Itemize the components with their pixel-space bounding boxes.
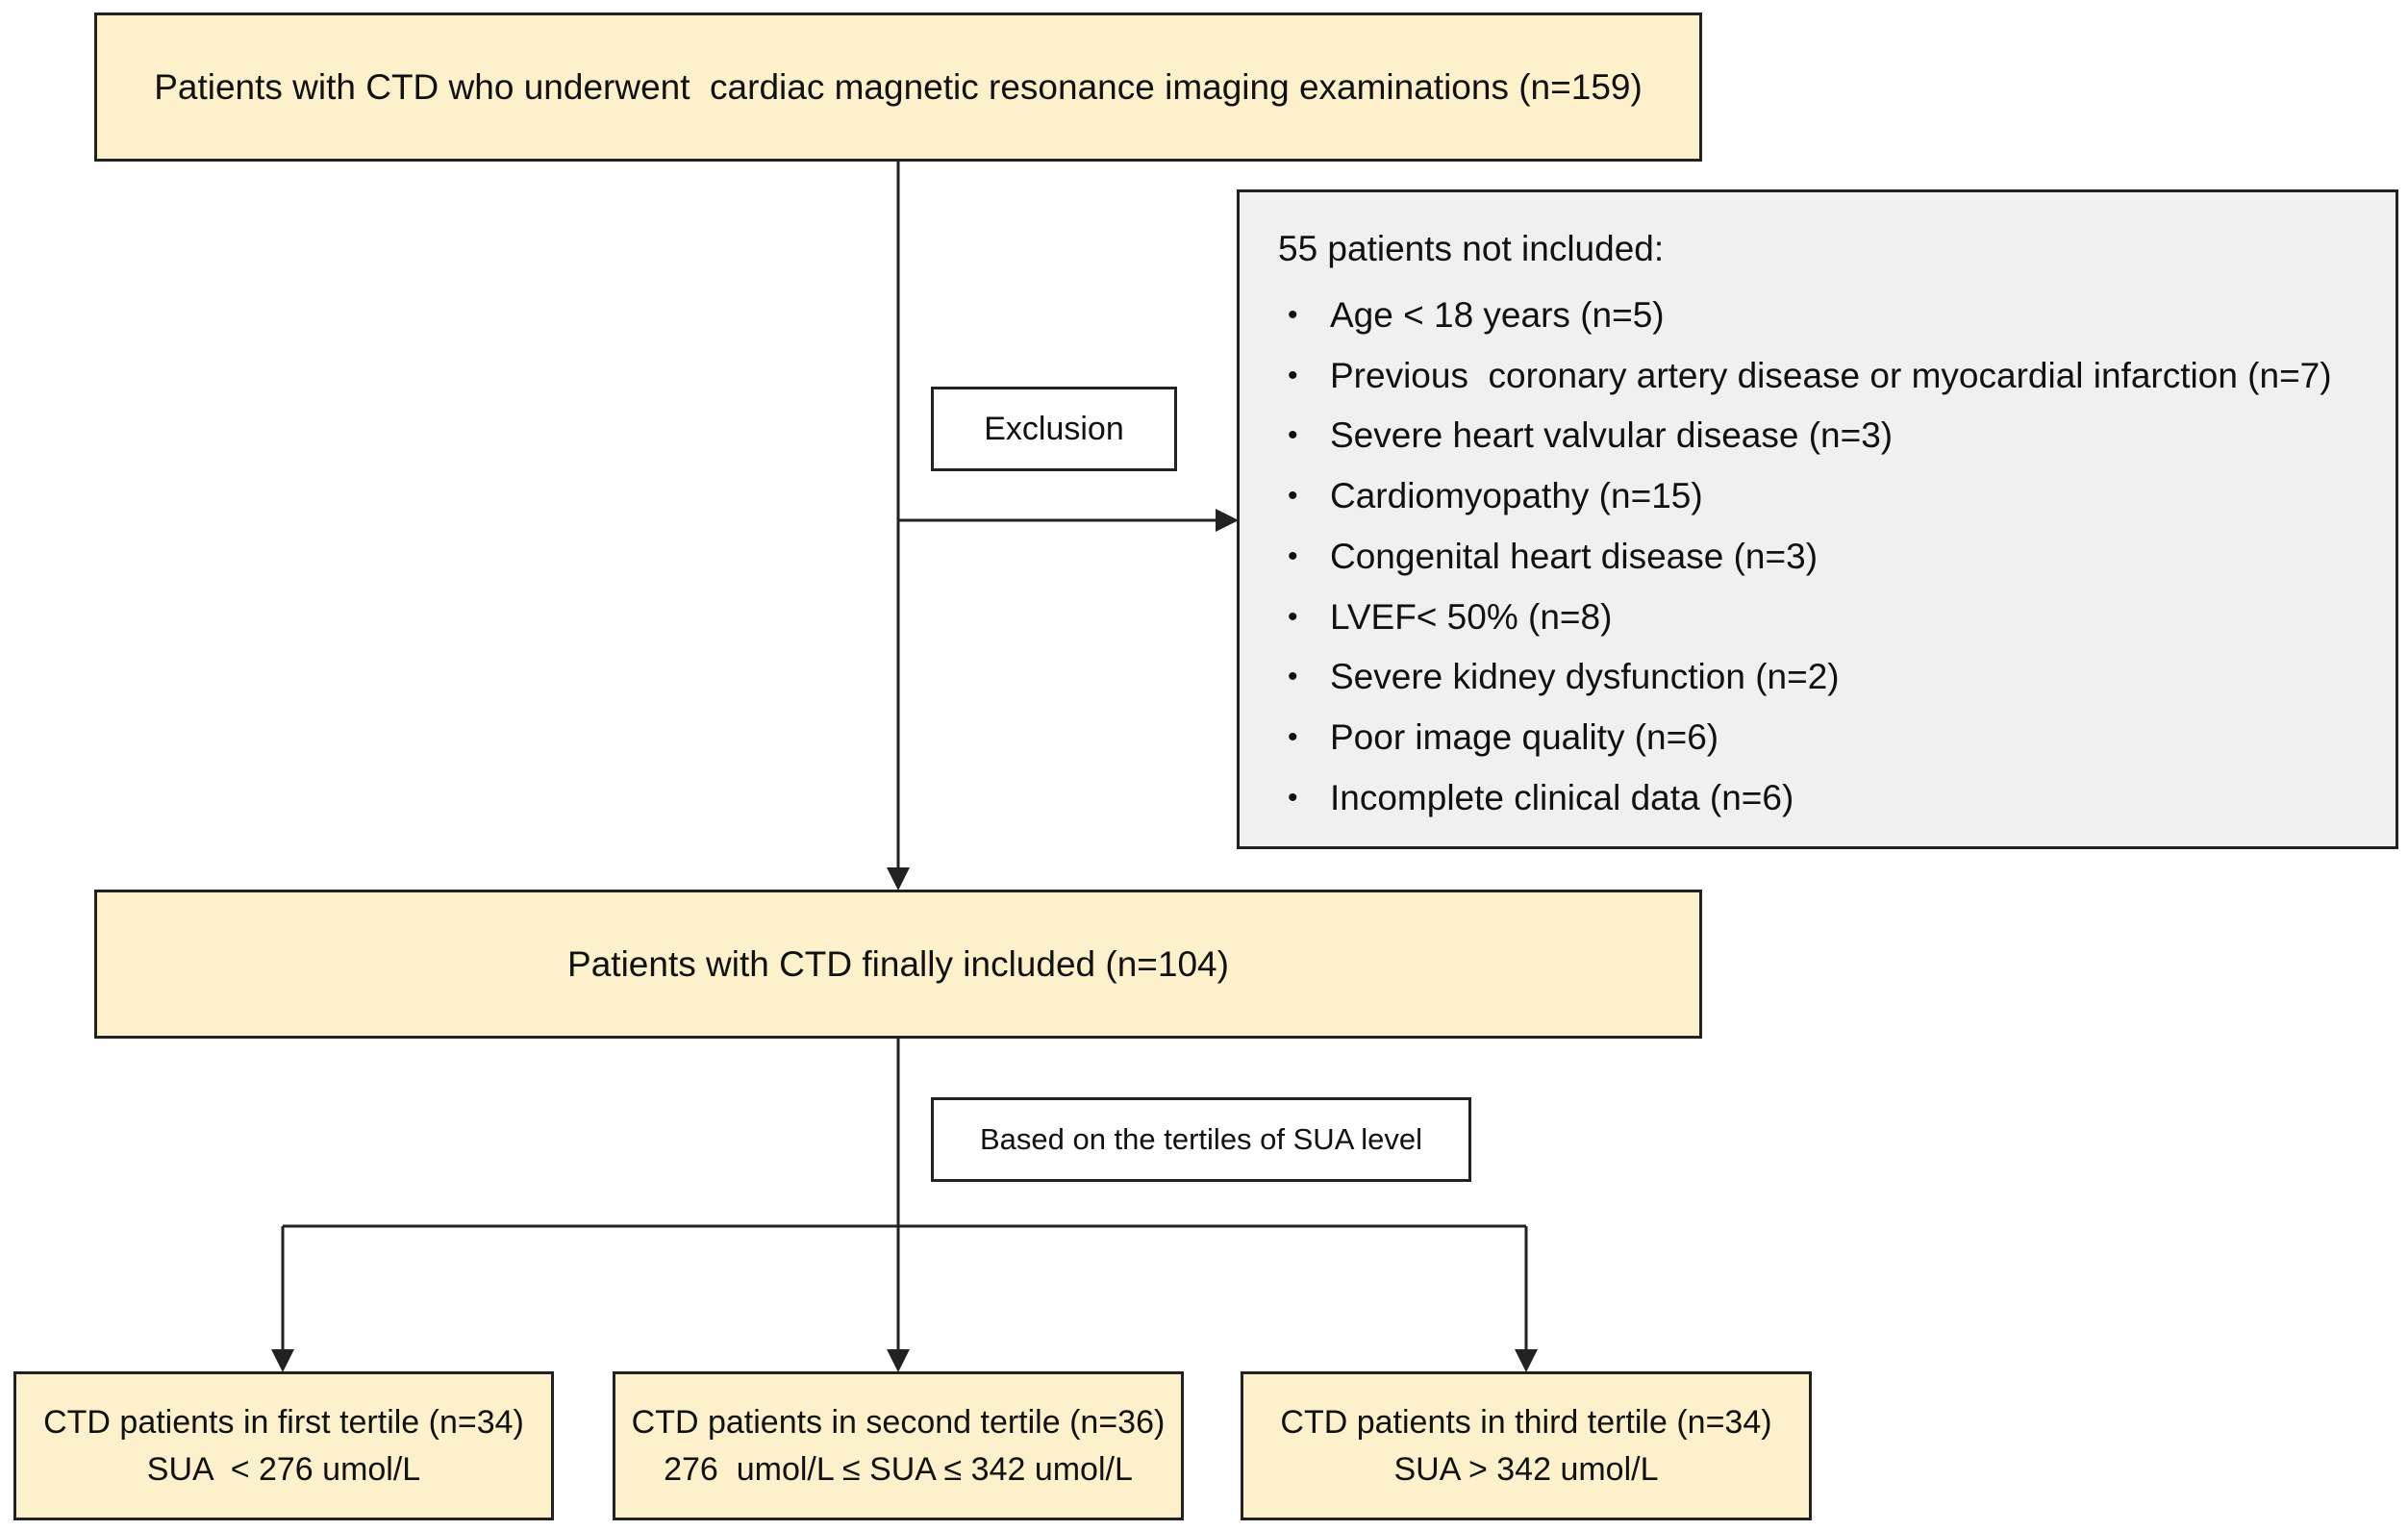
- exclusion-item: Incomplete clinical data (n=6): [1286, 768, 2395, 829]
- exclusion-criteria-list: Age < 18 years (n=5) Previous coronary a…: [1278, 286, 2395, 828]
- exclusion-item: Poor image quality (n=6): [1286, 708, 2395, 768]
- exclusion-item: Congenital heart disease (n=3): [1286, 527, 2395, 588]
- split-label-box: Based on the tertiles of SUA level: [931, 1097, 1471, 1182]
- initial-cohort-text: Patients with CTD who underwent cardiac …: [154, 66, 1643, 107]
- first-tertile-box: CTD patients in first tertile (n=34) SUA…: [13, 1371, 554, 1520]
- exclusion-heading: 55 patients not included:: [1278, 229, 1665, 268]
- initial-cohort-box: Patients with CTD who underwent cardiac …: [94, 13, 1702, 162]
- exclusion-arrow-head: [1216, 509, 1239, 532]
- third-tertile-title: CTD patients in third tertile (n=34): [1280, 1403, 1772, 1441]
- split-label-text: Based on the tertiles of SUA level: [979, 1122, 1423, 1156]
- third-tertile-criterion: SUA > 342 umol/L: [1393, 1450, 1659, 1488]
- first-tertile-criterion: SUA < 276 umol/L: [146, 1450, 421, 1488]
- third-tertile-arrow-head: [1515, 1349, 1538, 1372]
- exclusion-item: Cardiomyopathy (n=15): [1286, 466, 2395, 527]
- included-cohort-text: Patients with CTD finally included (n=10…: [567, 943, 1229, 984]
- trunk-arrow-head: [887, 867, 910, 891]
- exclusion-label-text: Exclusion: [984, 410, 1124, 447]
- second-tertile-box: CTD patients in second tertile (n=36) 27…: [613, 1371, 1184, 1520]
- first-tertile-title: CTD patients in first tertile (n=34): [43, 1403, 524, 1441]
- exclusion-item: Age < 18 years (n=5): [1286, 286, 2395, 346]
- first-tertile-arrow-head: [271, 1349, 294, 1372]
- second-tertile-criterion: 276 umol/L ≤ SUA ≤ 342 umol/L: [664, 1450, 1133, 1488]
- exclusion-label-box: Exclusion: [931, 387, 1177, 471]
- exclusion-item: LVEF< 50% (n=8): [1286, 588, 2395, 648]
- exclusion-item: Severe heart valvular disease (n=3): [1286, 406, 2395, 466]
- exclusion-item: Severe kidney dysfunction (n=2): [1286, 647, 2395, 708]
- second-tertile-title: CTD patients in second tertile (n=36): [631, 1403, 1166, 1441]
- exclusion-item: Previous coronary artery disease or myoc…: [1286, 346, 2395, 407]
- exclusion-criteria-box: 55 patients not included: Age < 18 years…: [1237, 189, 2398, 849]
- third-tertile-box: CTD patients in third tertile (n=34) SUA…: [1241, 1371, 1812, 1520]
- second-tertile-arrow-head: [887, 1349, 910, 1372]
- included-cohort-box: Patients with CTD finally included (n=10…: [94, 890, 1702, 1039]
